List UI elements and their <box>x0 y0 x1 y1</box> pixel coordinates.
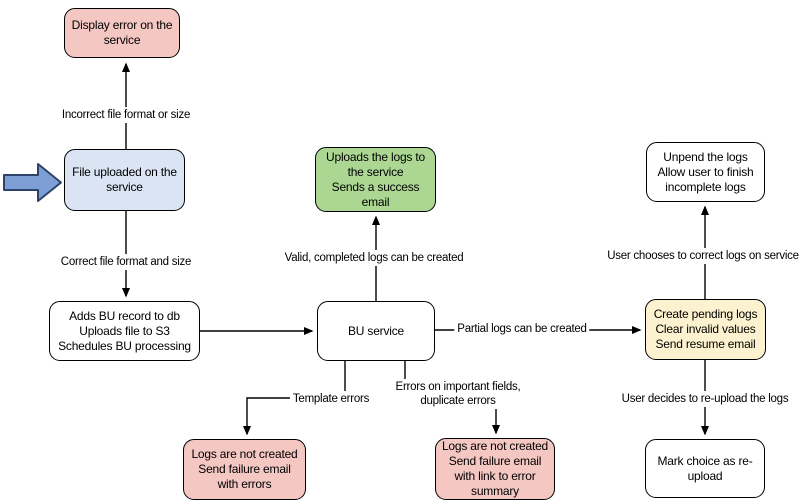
node-logs-not-created-summary: Logs are not created Send failure email … <box>435 438 555 500</box>
node-file-uploaded: File uploaded on the service <box>64 149 185 211</box>
entry-arrow-icon <box>3 163 62 202</box>
node-mark-reupload: Mark choice as re- upload <box>645 439 765 498</box>
edge-label-important-field-errors: Errors on important fields, duplicate er… <box>392 379 524 409</box>
edge-label-user-corrects: User chooses to correct logs on service <box>604 248 801 264</box>
node-adds-bu-record: Adds BU record to db Uploads file to S3 … <box>49 301 200 361</box>
node-logs-not-created-errors: Logs are not created Send failure email … <box>183 439 306 500</box>
edge-label-incorrect-format: Incorrect file format or size <box>58 107 194 123</box>
edge-label-partial-logs: Partial logs can be created <box>454 321 590 337</box>
edge-label-valid-logs: Valid, completed logs can be created <box>281 250 467 266</box>
node-uploads-logs-success: Uploads the logs to the service Sends a … <box>315 147 436 212</box>
edge-label-correct-format: Correct file format and size <box>57 254 195 270</box>
node-display-error: Display error on the service <box>64 8 180 58</box>
node-bu-service: BU service <box>317 301 435 361</box>
edge-label-template-errors: Template errors <box>289 391 373 407</box>
node-create-pending-logs: Create pending logs Clear invalid values… <box>645 299 766 360</box>
node-unpend-logs: Unpend the logs Allow user to finish inc… <box>646 142 765 202</box>
edge-label-user-reuploads: User decides to re-upload the logs <box>618 391 792 407</box>
